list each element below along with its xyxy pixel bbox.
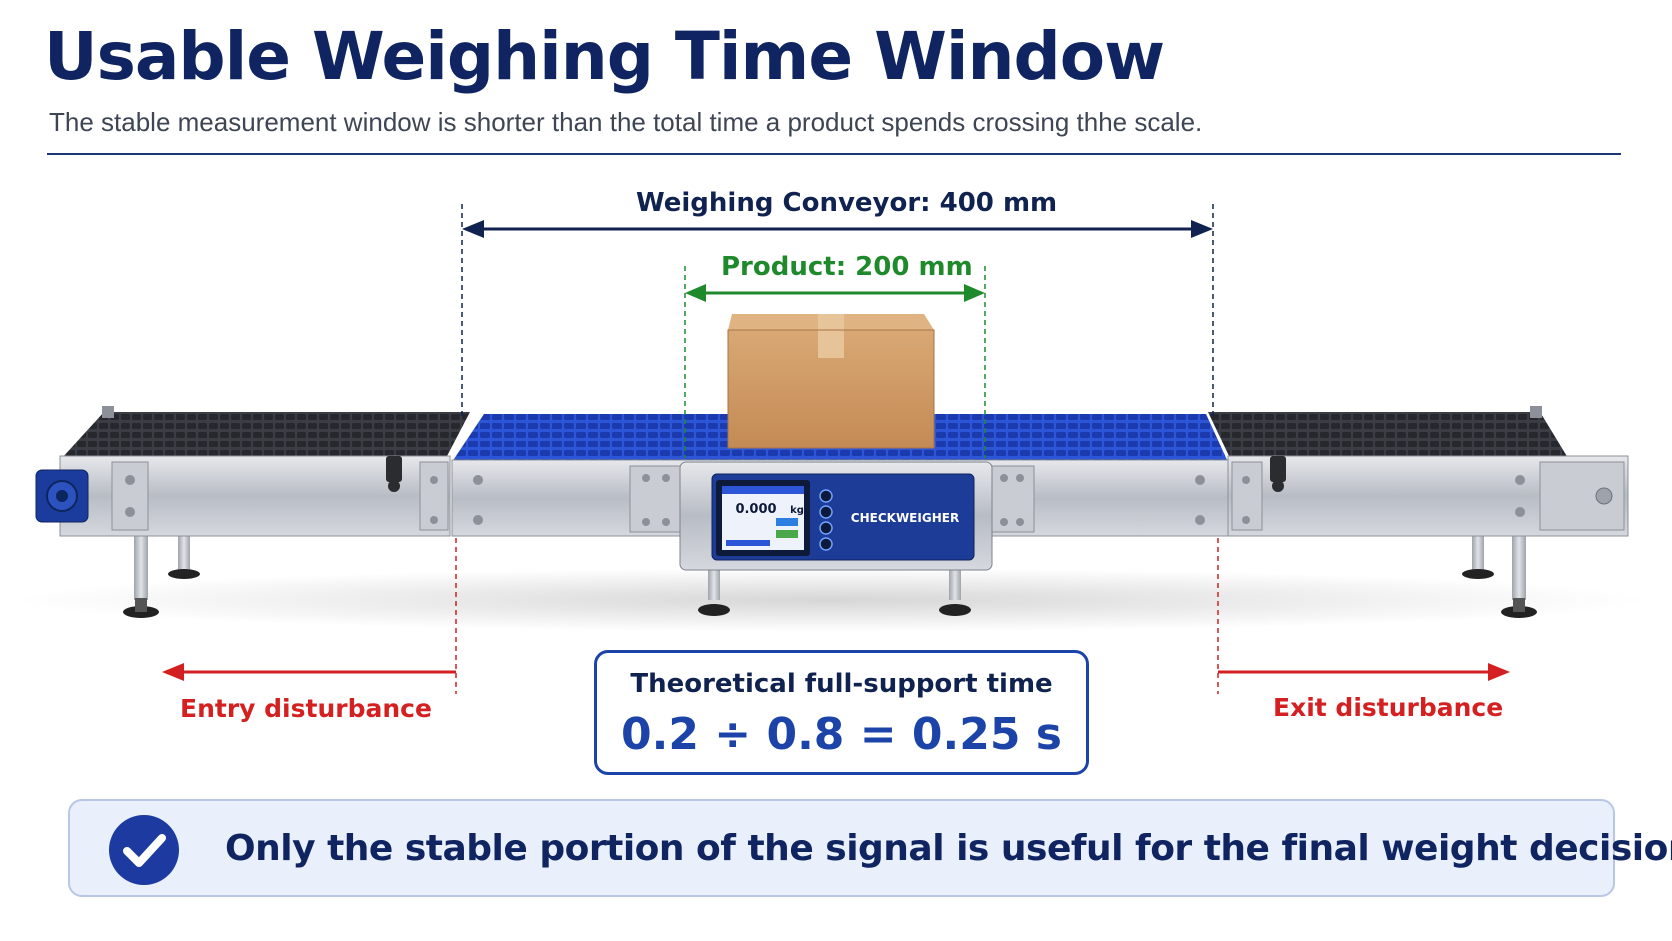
page-subtitle: The stable measurement window is shorter…: [49, 107, 1203, 137]
conveyor-length-label: Weighing Conveyor: 400 mm: [636, 188, 1058, 218]
calculation-equation: 0.2 ÷ 0.8 = 0.25 s: [621, 709, 1062, 760]
footer-note: Only the stable portion of the signal is…: [68, 799, 1672, 897]
control-button[interactable]: [819, 521, 833, 535]
outfeed-conveyor: [1208, 406, 1629, 618]
calculation-title: Theoretical full-support time: [630, 669, 1053, 699]
conveyor-dimension: [461, 204, 1214, 418]
page-title: Usable Weighing Time Window: [44, 18, 1165, 95]
product-length-label: Product: 200 mm: [721, 252, 973, 282]
title-divider: [47, 153, 1621, 155]
checkmark-icon: [109, 815, 179, 885]
infeed-conveyor: [35, 406, 470, 618]
footer-note-text: Only the stable portion of the signal is…: [225, 828, 1672, 869]
calculation-box: Theoretical full-support time 0.2 ÷ 0.8 …: [594, 650, 1089, 775]
panel-label: CHECKWEIGHER: [851, 511, 959, 525]
floor-shadow: [10, 568, 1650, 632]
product-dimension: [684, 266, 986, 458]
control-button[interactable]: [819, 505, 833, 519]
control-button[interactable]: [819, 489, 833, 503]
control-button[interactable]: [819, 537, 833, 551]
exit-disturbance-label: Exit disturbance: [1273, 693, 1504, 722]
exit-disturbance-marker: [1217, 538, 1510, 694]
entry-disturbance-marker: [162, 538, 457, 694]
display-unit: kg: [790, 505, 804, 516]
product-box: [727, 314, 935, 449]
display-value: 0.000: [735, 502, 776, 517]
entry-disturbance-label: Entry disturbance: [180, 694, 432, 723]
